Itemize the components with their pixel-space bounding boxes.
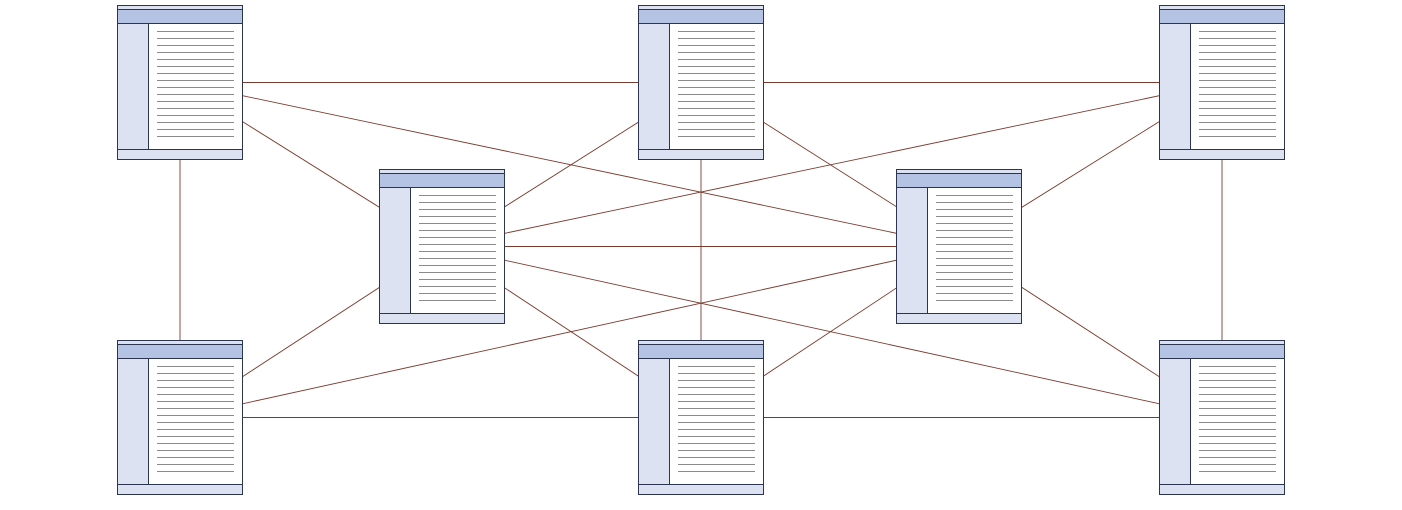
page-footer <box>117 484 243 495</box>
page-sidebar <box>1159 358 1191 485</box>
page-sidebar <box>638 358 670 485</box>
connector-page-bottom-right-to-page-middle-left <box>441 246 1223 418</box>
page-middle-left <box>379 169 505 324</box>
page-top-strip <box>1159 340 1285 345</box>
page-top-left <box>117 5 243 160</box>
page-sidebar <box>117 358 149 485</box>
page-bottom-right <box>1159 340 1285 495</box>
page-sidebar <box>117 23 149 150</box>
page-middle-right <box>896 169 1022 324</box>
page-sidebar <box>638 23 670 150</box>
page-top-strip <box>117 5 243 10</box>
page-title-bar <box>379 173 505 188</box>
page-top-strip <box>117 340 243 345</box>
page-sidebar <box>1159 23 1191 150</box>
page-top-right <box>1159 5 1285 160</box>
page-title-bar <box>1159 9 1285 24</box>
page-title-bar <box>117 9 243 24</box>
page-top-strip <box>638 340 764 345</box>
page-title-bar <box>638 344 764 359</box>
page-top-strip <box>896 169 1022 174</box>
page-bottom-left <box>117 340 243 495</box>
page-sidebar <box>379 187 411 314</box>
page-footer <box>117 149 243 160</box>
page-footer <box>638 149 764 160</box>
page-bottom-center <box>638 340 764 495</box>
page-footer <box>638 484 764 495</box>
connector-page-bottom-left-to-page-middle-right <box>179 246 960 418</box>
page-top-strip <box>379 169 505 174</box>
connector-page-top-left-to-page-middle-right <box>179 82 960 247</box>
page-top-strip <box>1159 5 1285 10</box>
page-top-strip <box>638 5 764 10</box>
page-title-bar <box>896 173 1022 188</box>
page-footer <box>1159 149 1285 160</box>
page-footer <box>379 313 505 324</box>
page-title-bar <box>638 9 764 24</box>
page-footer <box>896 313 1022 324</box>
page-title-bar <box>117 344 243 359</box>
connector-page-top-right-to-page-middle-left <box>441 82 1223 247</box>
page-sidebar <box>896 187 928 314</box>
page-title-bar <box>1159 344 1285 359</box>
page-top-center <box>638 5 764 160</box>
page-footer <box>1159 484 1285 495</box>
pages-layer <box>117 5 1285 495</box>
